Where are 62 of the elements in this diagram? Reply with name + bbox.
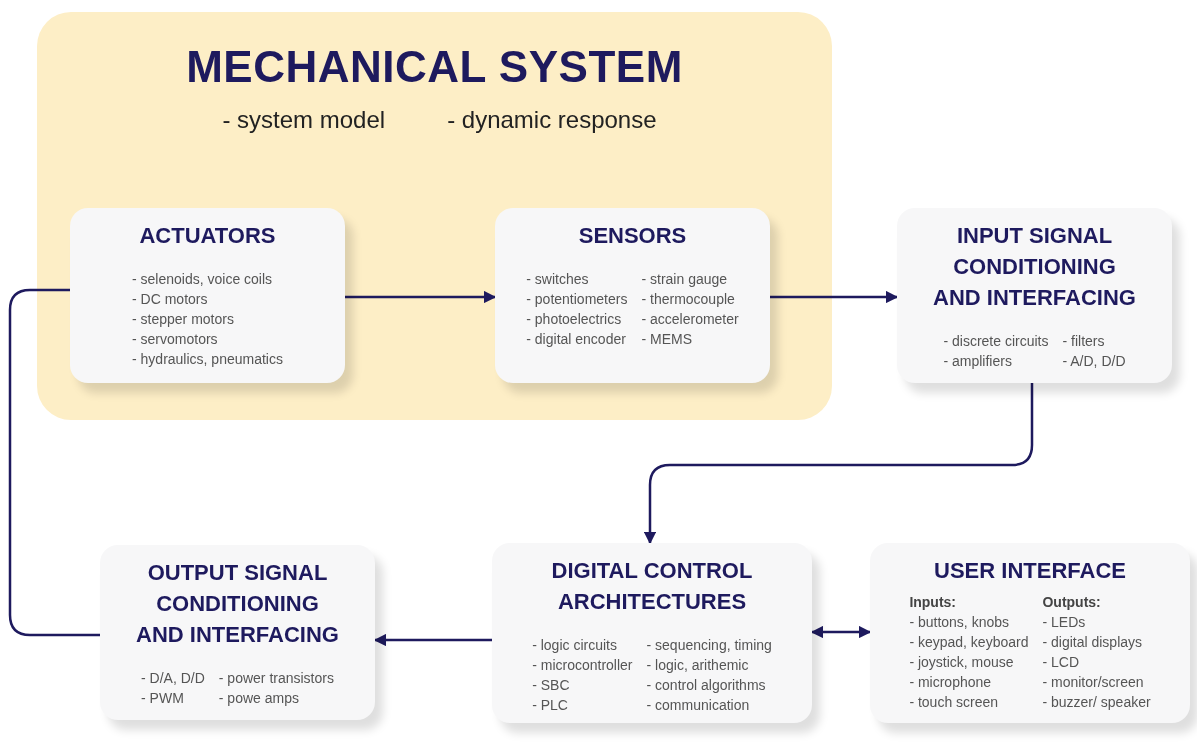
list-item: - selenoids, voice coils — [132, 270, 274, 289]
list-item: - potentiometers — [526, 290, 628, 309]
list-item: - amplifiers — [943, 352, 1013, 371]
column-heading: Outputs: — [1042, 593, 1102, 612]
arrow — [810, 625, 872, 639]
box-title: INPUT SIGNAL CONDITIONING AND INTERFACING — [932, 222, 1137, 312]
list-item: - communication — [646, 696, 751, 715]
list-item: - accelerometer — [641, 310, 739, 329]
list-item: - LEDs — [1042, 613, 1087, 632]
process-box — [897, 208, 1172, 383]
process-box — [492, 543, 812, 723]
list-item: - LCD — [1042, 653, 1080, 672]
list-item: - touch screen — [909, 693, 1000, 712]
list-item: - buttons, knobs — [909, 613, 1010, 632]
list-item: - monitor/screen — [1042, 673, 1145, 692]
list-item: - SBC — [532, 676, 571, 695]
list-item: - microcontroller — [532, 656, 633, 675]
list-item: - powe amps — [218, 689, 300, 708]
list-item: - keypad, keyboard — [909, 633, 1029, 652]
arrow — [345, 290, 497, 304]
list-item: - D/A, D/D — [141, 669, 205, 688]
list-item: - photoelectrics — [526, 310, 623, 329]
list-item: - discrete circuits — [943, 332, 1049, 351]
list-item: - stepper motors — [132, 310, 235, 329]
box-title: OUTPUT SIGNAL CONDITIONING AND INTERFACING — [135, 559, 340, 649]
list-item: - filters — [1062, 332, 1106, 351]
list-item: - logic circuits — [532, 636, 618, 655]
list-item: - digital displays — [1042, 633, 1144, 652]
list-item: - strain gauge — [641, 270, 729, 289]
list-item: - switches — [526, 270, 590, 289]
arrow — [770, 290, 899, 304]
list-item: - hydraulics, pneumatics — [132, 350, 283, 369]
system-panel — [37, 12, 832, 420]
list-item: - control algorithms — [646, 676, 767, 695]
process-box — [495, 208, 770, 383]
list-item: - PLC — [532, 696, 569, 715]
list-item: - microphone — [909, 673, 993, 692]
column-heading: Inputs: — [909, 593, 958, 612]
list-item: - servomotors — [132, 330, 219, 349]
box-title: USER INTERFACE — [934, 557, 1126, 585]
process-box — [870, 543, 1190, 723]
list-item: - digital encoder — [526, 330, 627, 349]
panel-subtitle: - dynamic response — [447, 106, 657, 134]
box-title: SENSORS — [578, 222, 687, 250]
process-box — [100, 545, 375, 720]
list-item: - DC motors — [132, 290, 209, 309]
panel-title: MECHANICAL SYSTEM — [186, 42, 683, 92]
list-item: - power transistors — [218, 669, 334, 688]
box-title: DIGITAL CONTROL ARCHITECTURES — [550, 557, 754, 616]
list-item: - joystick, mouse — [909, 653, 1015, 672]
arrow — [373, 633, 492, 647]
list-item: - thermocouple — [641, 290, 736, 309]
list-item: - MEMS — [641, 330, 693, 349]
arrow — [643, 383, 1034, 545]
list-item: - buzzer/ speaker — [1042, 693, 1151, 712]
panel-subtitle: - system model — [222, 106, 386, 134]
list-item: - logic, arithemic — [646, 656, 750, 675]
process-box — [70, 208, 345, 383]
list-item: - A/D, D/D — [1062, 352, 1126, 371]
box-title: ACTUATORS — [139, 222, 276, 250]
list-item: - PWM — [141, 689, 185, 708]
list-item: - sequencing, timing — [646, 636, 772, 655]
